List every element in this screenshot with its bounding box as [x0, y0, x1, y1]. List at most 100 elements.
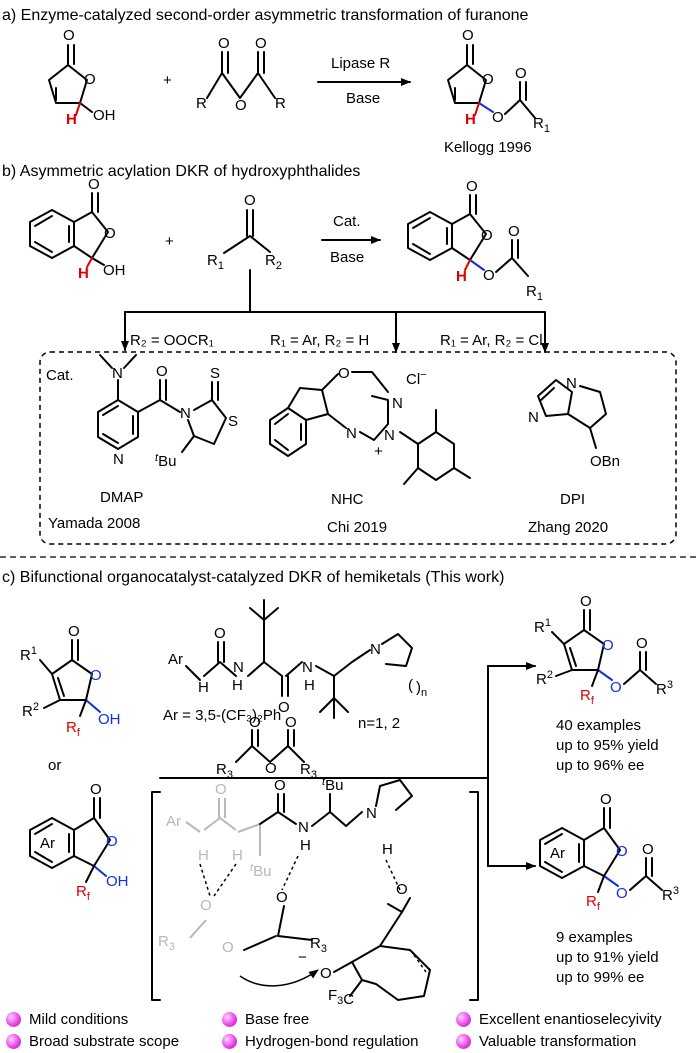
- hemiketal-phthalide-substrate: Ar O O OH Rf: [29, 781, 129, 903]
- svg-text:N: N: [112, 365, 123, 382]
- svg-text:Ar: Ar: [40, 835, 55, 852]
- svg-text:R3: R3: [662, 885, 679, 904]
- svg-text:O: O: [214, 625, 226, 642]
- svg-text:N: N: [366, 805, 377, 822]
- svg-text:O: O: [602, 637, 614, 654]
- svg-text:O: O: [515, 65, 527, 82]
- hemiketal-furanone-substrate: O O R1 R2 OH Rf: [20, 623, 121, 739]
- svg-text:N: N: [528, 409, 539, 426]
- svg-text:O: O: [492, 109, 504, 126]
- svg-text:O: O: [274, 777, 286, 794]
- anhydride-reactant: O O O R R: [196, 35, 286, 114]
- svg-text:R2: R2: [22, 701, 39, 720]
- catalyst-name-dmap: DMAP: [100, 489, 143, 506]
- svg-text:R: R: [196, 95, 207, 112]
- plus-sign: +: [163, 72, 172, 89]
- svg-text:OH: OH: [98, 711, 121, 728]
- svg-text:O: O: [600, 791, 612, 808]
- dpi-catalyst-structure: N N OBn: [528, 375, 620, 470]
- svg-text:H: H: [304, 677, 315, 694]
- svg-text:O: O: [616, 885, 628, 902]
- svg-text:N: N: [566, 375, 577, 392]
- product-1-yield: up to 95% yield: [556, 737, 659, 754]
- svg-text:O: O: [255, 35, 267, 52]
- feature-text: Mild conditions: [29, 1011, 129, 1028]
- svg-text:H: H: [456, 268, 467, 285]
- svg-text:H: H: [382, 841, 393, 858]
- catalyst-box: [39, 351, 677, 545]
- acylated-furanone-product: O O O O R1 H: [447, 27, 550, 135]
- svg-text:Rf: Rf: [580, 687, 595, 707]
- svg-text:R: R: [275, 95, 286, 112]
- dmap-catalyst-structure: N N O N S S tBu: [97, 354, 238, 470]
- aryl-definition: Ar = 3,5-(CF₃)₂Ph: [163, 707, 281, 724]
- svg-text:OH: OH: [106, 873, 129, 890]
- acyl-donor: O R1 R2: [207, 192, 282, 272]
- svg-text:Ar: Ar: [550, 845, 565, 862]
- reagent-base-b: Base: [330, 249, 364, 266]
- svg-text:)n: )n: [416, 679, 427, 699]
- svg-text:N: N: [370, 641, 381, 658]
- phthalide-product-c: Ar O O O O R3 Rf: [539, 791, 679, 913]
- svg-text:O: O: [218, 35, 230, 52]
- svg-text:O: O: [235, 97, 247, 114]
- section-b-title: b) Asymmetric acylation DKR of hydroxyph…: [2, 163, 360, 180]
- feature-text: Excellent enantioselecyivity: [479, 1011, 662, 1028]
- svg-text:R1: R1: [207, 252, 224, 272]
- catalyst-box-label: Cat.: [46, 367, 74, 384]
- feature-item: Broad substrate scope: [6, 1033, 179, 1050]
- svg-text:S: S: [228, 413, 238, 430]
- transition-state-model: Ar H O H tBu O R3 O O N H tBu N H O R3: [151, 776, 479, 1008]
- svg-text:R3: R3: [158, 933, 175, 953]
- svg-text:O: O: [482, 71, 494, 88]
- svg-text:O: O: [84, 71, 96, 88]
- section-a-title: a) Enzyme-catalyzed second-order asymmet…: [2, 7, 529, 24]
- svg-text:H: H: [66, 111, 77, 128]
- svg-text:+: +: [374, 443, 383, 460]
- bullet-icon: [456, 1012, 471, 1027]
- svg-text:O: O: [481, 227, 493, 244]
- svg-text:H: H: [232, 847, 243, 864]
- svg-text:Rf: Rf: [586, 893, 601, 913]
- branch-label-2: R₁ = Ar, R₂ = H: [270, 332, 369, 349]
- svg-text:R1: R1: [526, 283, 543, 303]
- svg-text:O: O: [483, 267, 495, 284]
- svg-text:O: O: [285, 714, 297, 731]
- anhydride-reagent-c: O O O R3 R3: [216, 714, 317, 781]
- bullet-icon: [222, 1034, 237, 1049]
- feature-item: Hydrogen-bond regulation: [222, 1033, 418, 1050]
- feature-item: Mild conditions: [6, 1011, 128, 1028]
- svg-text:H: H: [198, 679, 209, 696]
- acylated-phthalide-product: O O O O R1 H: [407, 178, 543, 303]
- branch-label-3: R₁ = Ar, R₂ = Cl: [440, 332, 543, 349]
- svg-text:N: N: [298, 819, 309, 836]
- svg-text:O: O: [104, 225, 116, 242]
- svg-text:O: O: [222, 939, 234, 956]
- svg-text:O: O: [580, 593, 592, 610]
- svg-text:Rf: Rf: [66, 719, 81, 739]
- svg-text:O: O: [338, 365, 350, 382]
- hydroxyphthalide-reactant: O O OH H: [29, 176, 126, 282]
- svg-text:R3: R3: [656, 679, 673, 698]
- reagent-cat: Cat.: [333, 213, 361, 230]
- svg-text:O: O: [90, 781, 102, 798]
- svg-text:O: O: [156, 363, 168, 380]
- reagent-base-a: Base: [346, 90, 380, 107]
- svg-text:O: O: [200, 897, 212, 914]
- svg-text:Ar: Ar: [168, 651, 183, 668]
- branch-arrows: [121, 269, 549, 353]
- svg-text:tBu: tBu: [250, 862, 271, 880]
- bullet-icon: [222, 1012, 237, 1027]
- product-1-examples: 40 examples: [556, 717, 641, 734]
- nhc-catalyst-structure: O N N N Cl− +: [269, 365, 471, 485]
- ring-size-definition: n=1, 2: [358, 715, 400, 732]
- svg-text:OBn: OBn: [590, 453, 620, 470]
- or-label: or: [48, 757, 61, 774]
- svg-text:O: O: [244, 192, 256, 209]
- product-2-examples: 9 examples: [556, 929, 633, 946]
- feature-text: Hydrogen-bond regulation: [245, 1033, 419, 1050]
- svg-text:Ar: Ar: [166, 813, 181, 830]
- svg-text:H: H: [465, 111, 476, 128]
- section-c-title: c) Bifunctional organocatalyst-catalyzed…: [2, 569, 504, 586]
